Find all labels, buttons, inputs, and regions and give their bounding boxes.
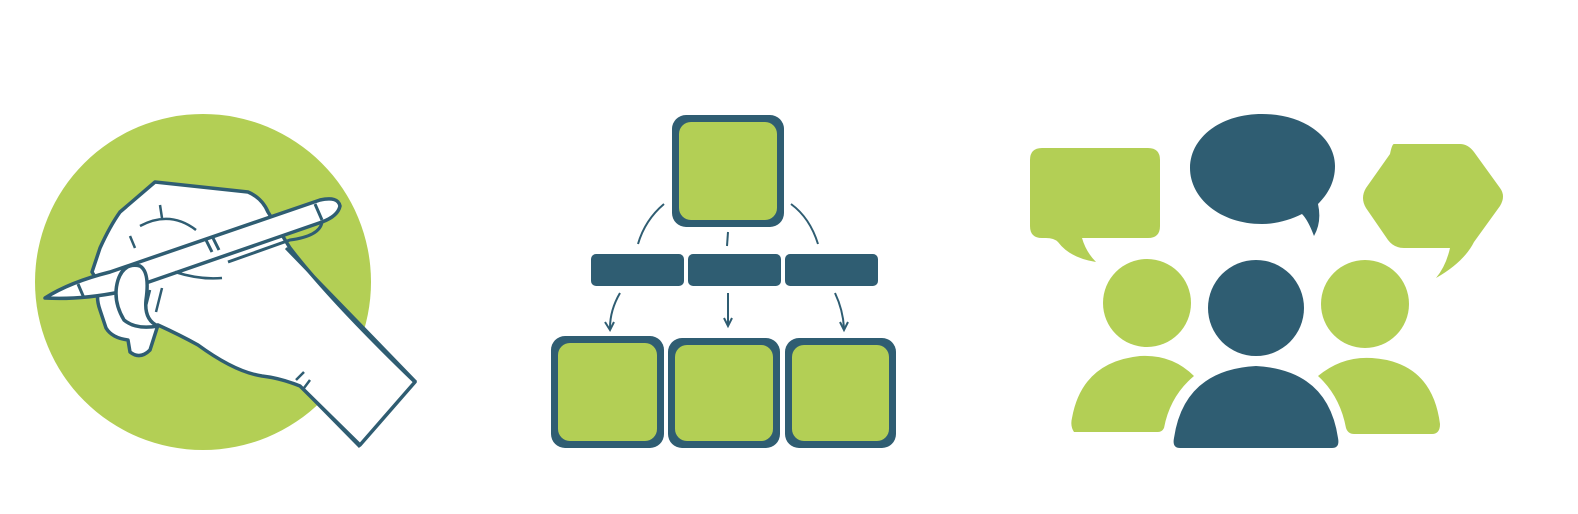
speech-bubble-left bbox=[1030, 148, 1160, 262]
person-right-body bbox=[1318, 357, 1440, 434]
arm-line-upper bbox=[284, 246, 418, 384]
person-left-head bbox=[1103, 259, 1191, 347]
connector-lines bbox=[604, 203, 849, 333]
middle-node-left bbox=[591, 254, 684, 286]
middle-node-right bbox=[785, 254, 878, 286]
pen-details bbox=[76, 203, 324, 299]
top-node bbox=[672, 115, 784, 227]
pen bbox=[43, 197, 342, 301]
speech-bubble-center bbox=[1190, 114, 1335, 236]
hand-writing-icon bbox=[35, 114, 418, 450]
arm-line-lower bbox=[298, 384, 362, 449]
person-left-body bbox=[1071, 355, 1194, 432]
person-center-body bbox=[1173, 366, 1339, 448]
person-center-head bbox=[1208, 260, 1304, 356]
bottom-node-center bbox=[668, 338, 780, 448]
group-discussion-icon bbox=[1030, 114, 1503, 448]
person-right-head bbox=[1321, 260, 1409, 348]
finger-lines bbox=[128, 204, 311, 389]
speech-bubble-right bbox=[1363, 144, 1503, 278]
thumb bbox=[114, 263, 165, 329]
hierarchy-diagram-icon bbox=[551, 115, 896, 448]
bottom-node-right bbox=[785, 338, 896, 448]
middle-node-center bbox=[688, 254, 781, 286]
bottom-node-left bbox=[551, 336, 664, 448]
